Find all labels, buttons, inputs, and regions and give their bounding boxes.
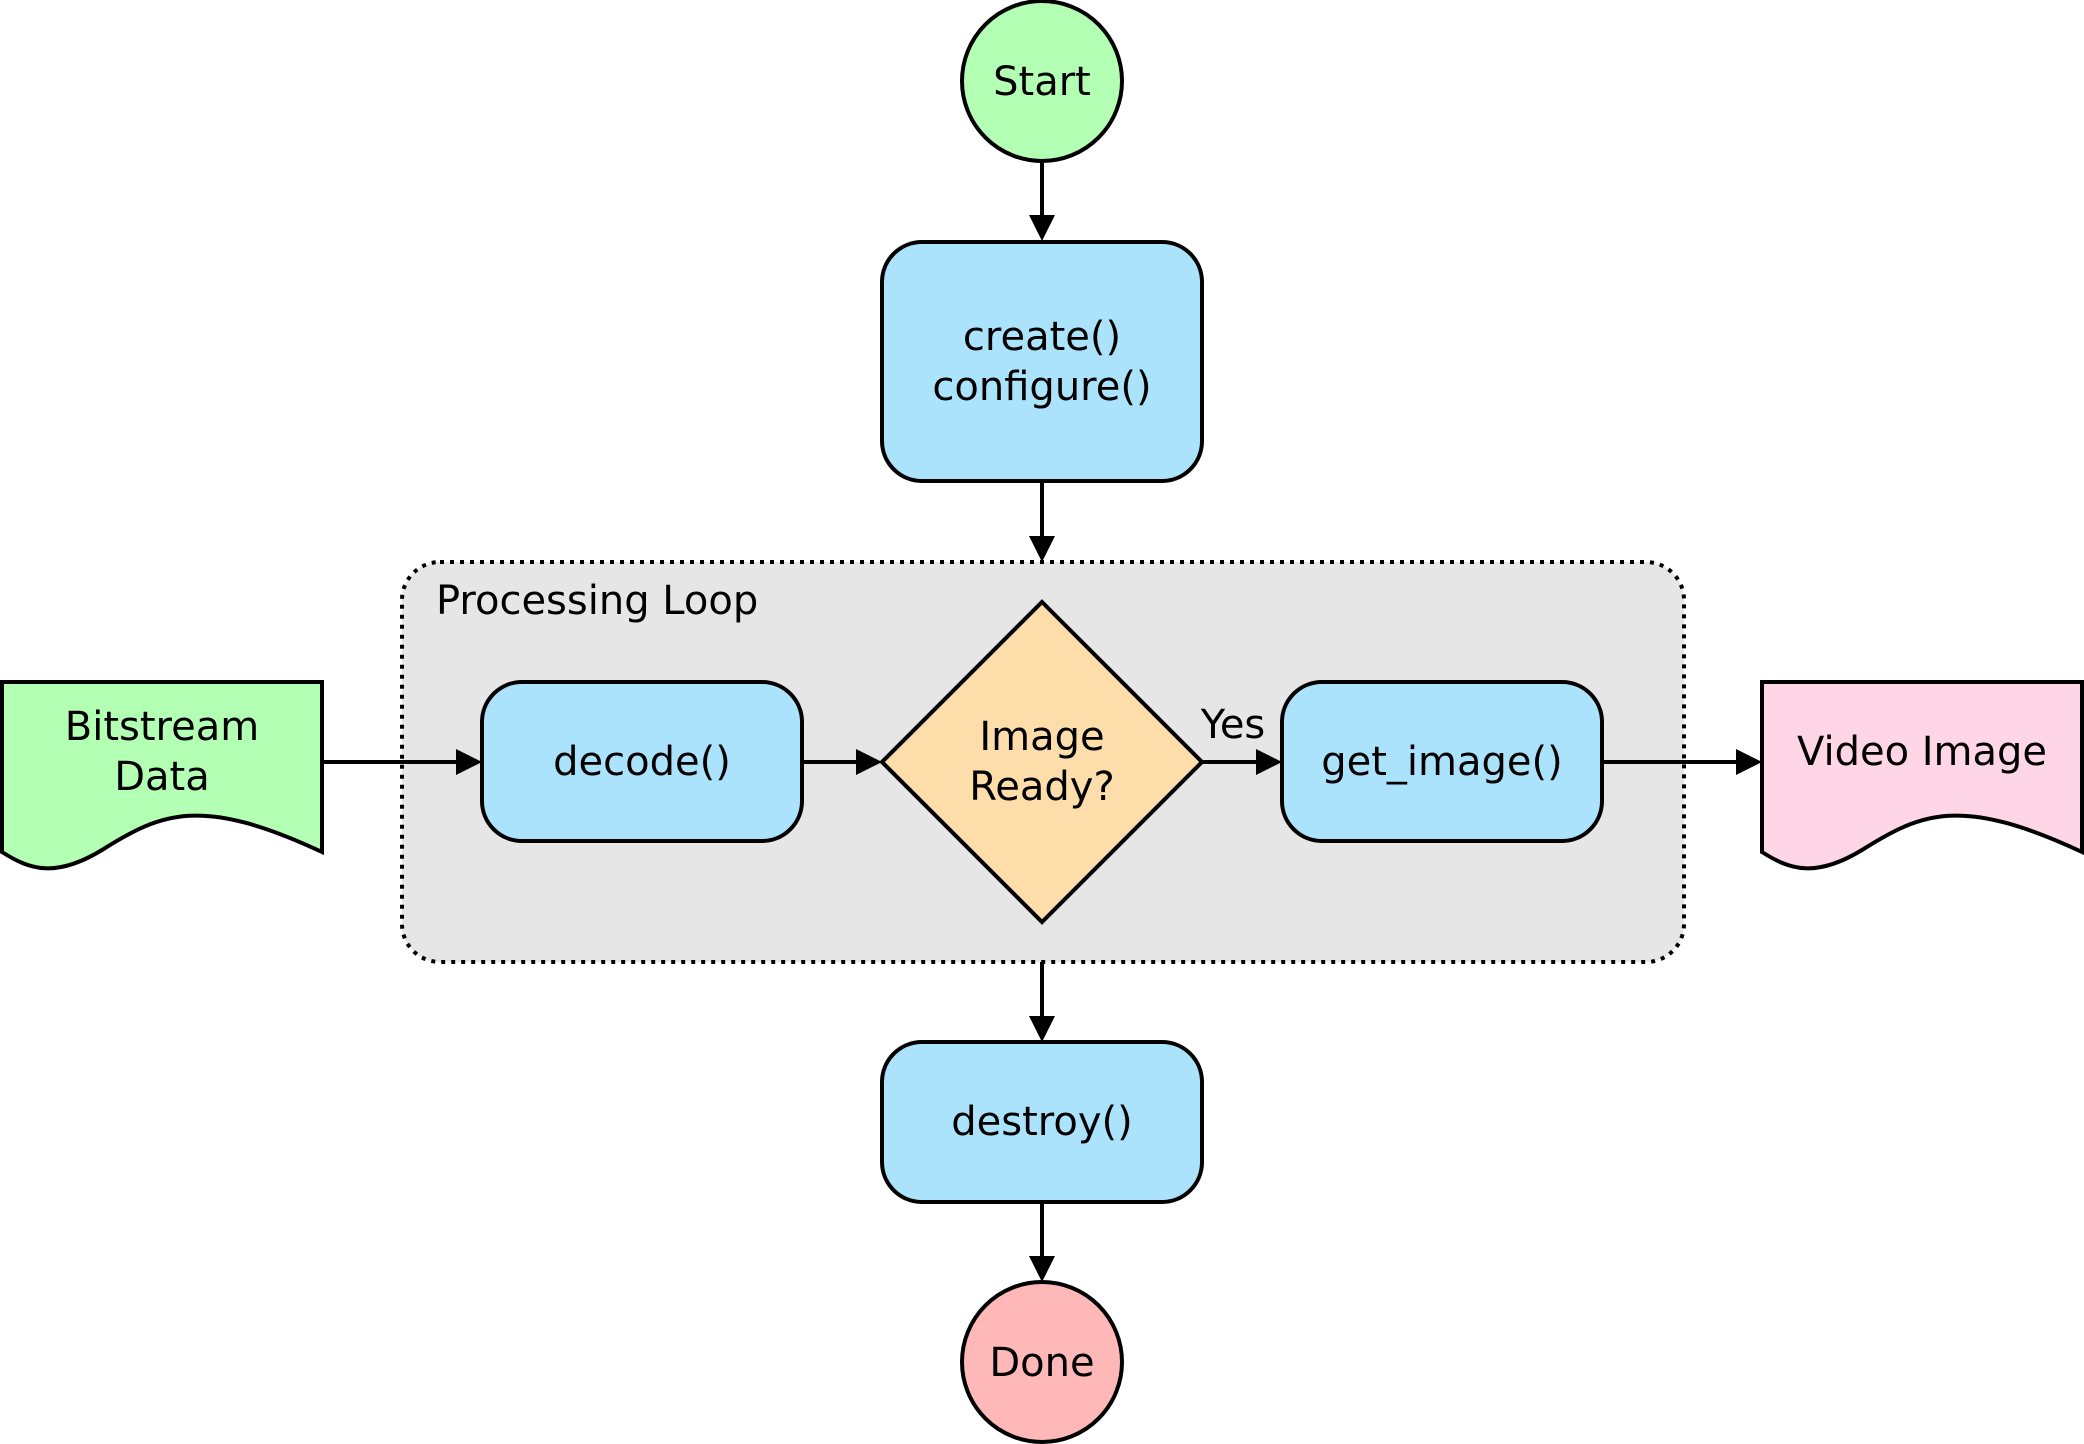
video-image-node: Video Image: [1760, 680, 2084, 871]
bitstream-label: Bitstream: [65, 704, 259, 750]
decode-node: decode(): [480, 680, 804, 843]
edge-yes-label: Yes: [1200, 702, 1266, 748]
edges: Yes: [322, 163, 1762, 1282]
arrowhead: [1029, 536, 1055, 562]
arrowhead: [1256, 749, 1282, 775]
create-configure-node: create() configure(): [880, 240, 1204, 483]
bitstream-data-shape: [0, 680, 324, 871]
start-label: Start: [993, 59, 1091, 105]
video-image-label: Video Image: [1797, 729, 2047, 775]
destroy-node: destroy(): [880, 1040, 1204, 1204]
done-label: Done: [989, 1340, 1094, 1386]
start-circle: [960, 0, 1124, 163]
arrowhead: [1029, 1016, 1055, 1042]
arrowhead: [456, 749, 482, 775]
arrowhead: [1029, 1256, 1055, 1282]
arrowhead: [1736, 749, 1762, 775]
decode-label: decode(): [553, 739, 731, 785]
done-node: Done: [960, 1280, 1124, 1444]
image-ready-decision-node: Image Ready?: [879, 599, 1205, 925]
arrowhead: [856, 749, 882, 775]
video-image-shape: [1760, 680, 2084, 871]
get-image-node: get_image(): [1280, 680, 1604, 843]
processing-loop-label: Processing Loop: [436, 578, 758, 624]
ready-label: Ready?: [969, 764, 1114, 810]
start-node: Start: [960, 0, 1124, 163]
arrowhead: [1029, 215, 1055, 241]
destroy-label: destroy(): [951, 1099, 1132, 1145]
create-label: create(): [963, 314, 1121, 360]
image-label: Image: [979, 714, 1104, 760]
decode-box: [480, 680, 804, 843]
destroy-box: [880, 1040, 1204, 1204]
get-image-box: [1280, 680, 1604, 843]
get-image-label: get_image(): [1321, 739, 1562, 785]
bitstream-data-node: Bitstream Data: [0, 680, 324, 871]
create-configure-box: [880, 240, 1204, 483]
done-circle: [960, 1280, 1124, 1444]
data-label: Data: [114, 754, 210, 800]
image-ready-diamond: [879, 599, 1205, 925]
configure-label: configure(): [932, 364, 1151, 410]
